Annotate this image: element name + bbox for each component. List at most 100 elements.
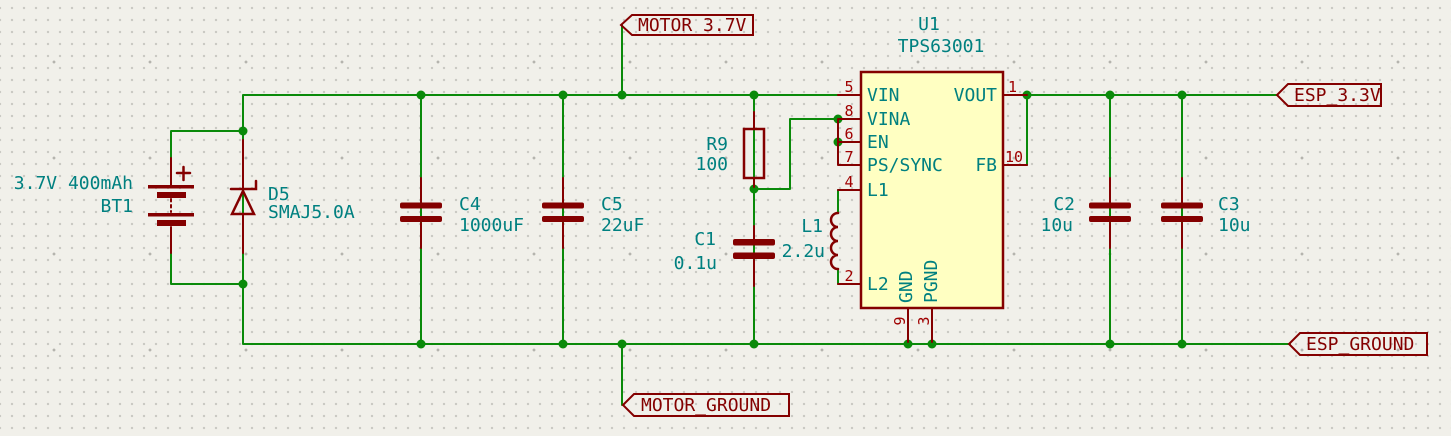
pin-number-4: 4 <box>844 173 853 191</box>
battery-value[interactable]: 3.7V 400mAh <box>14 173 133 194</box>
global-label-text: ESP_GROUND <box>1306 334 1414 355</box>
pin-number-8: 8 <box>844 102 853 120</box>
global-label-outline <box>621 393 790 417</box>
junction-dot[interactable] <box>238 279 248 289</box>
capacitor-ref[interactable]: C3 <box>1218 194 1240 215</box>
junction-dot[interactable] <box>749 184 759 194</box>
global-label-outline <box>1287 332 1428 356</box>
junction-dot[interactable] <box>558 90 568 100</box>
junction-dot[interactable] <box>903 339 913 349</box>
junction-dot[interactable] <box>1177 339 1187 349</box>
pin-name-vout: VOUT <box>954 85 998 106</box>
ic-pin-stubs <box>837 94 1028 343</box>
inductor-ref[interactable]: L1 <box>801 216 823 237</box>
junction-dot[interactable] <box>1105 90 1115 100</box>
diode-d5[interactable]: D5 SMAJ5.0A <box>229 139 355 254</box>
pin-name-vina: VINA <box>867 109 911 130</box>
capacitor-plate <box>542 202 584 209</box>
global-label-motor-3v7[interactable]: MOTOR_3.7V <box>619 14 754 36</box>
battery-plate-long <box>148 185 194 189</box>
capacitor-c4[interactable]: C4 1000uF <box>400 177 524 249</box>
junction-dot[interactable] <box>416 90 426 100</box>
pin-number-5: 5 <box>844 78 853 96</box>
junction-dot[interactable] <box>749 339 759 349</box>
capacitor-ref[interactable]: C4 <box>459 194 481 215</box>
junction-dot[interactable] <box>416 339 426 349</box>
battery-plus-icon <box>175 165 192 182</box>
global-label-text: ESP_3.3V <box>1294 85 1381 106</box>
capacitor-value[interactable]: 10u <box>1218 215 1251 236</box>
pin-name-l2: L2 <box>867 274 889 295</box>
diode-ref[interactable]: D5 <box>268 184 290 205</box>
junction-dot[interactable] <box>1105 339 1115 349</box>
global-label-outline <box>619 14 754 36</box>
capacitor-plate <box>1161 202 1203 209</box>
junction-dot[interactable] <box>927 339 937 349</box>
inductor-coil <box>829 211 840 271</box>
battery-ref[interactable]: BT1 <box>100 196 133 217</box>
pin-name-pssync: PS/SYNC <box>867 155 943 176</box>
pin-number-3: 3 <box>915 316 933 325</box>
global-label-esp-ground[interactable]: ESP_GROUND <box>1287 332 1428 356</box>
battery-bt1[interactable]: 3.7V 400mAh BT1 <box>14 157 194 254</box>
junction-dot[interactable] <box>617 90 627 100</box>
junction-dot[interactable] <box>1177 90 1187 100</box>
capacitor-plate <box>400 216 442 222</box>
junction-dot[interactable] <box>238 126 248 136</box>
capacitor-c3[interactable]: C3 10u <box>1161 177 1251 249</box>
capacitor-plate <box>1089 216 1131 222</box>
resistor-body <box>742 127 766 180</box>
pin-number-2: 2 <box>844 267 853 285</box>
ic-u1[interactable]: U1 TPS63001 5 8 6 7 4 2 1 10 9 3 VIN VIN… <box>837 14 1028 343</box>
resistor-r9[interactable]: R9 100 <box>695 111 766 188</box>
capacitor-plate <box>1161 216 1203 222</box>
capacitor-plate <box>1089 202 1131 209</box>
capacitor-ref[interactable]: C2 <box>1053 194 1075 215</box>
junction-dot[interactable] <box>558 339 568 349</box>
capacitor-value[interactable]: 10u <box>1040 215 1073 236</box>
capacitor-ref[interactable]: C5 <box>601 194 623 215</box>
pin-number-7: 7 <box>844 148 853 166</box>
ic-ref[interactable]: U1 <box>918 14 940 35</box>
pin-name-pgnd: PGND <box>921 260 942 303</box>
global-label-outline <box>1275 83 1382 107</box>
battery-plate-short <box>157 220 186 226</box>
inductor-value[interactable]: 2.2u <box>782 241 825 262</box>
capacitor-ref[interactable]: C1 <box>694 229 716 250</box>
capacitor-value[interactable]: 0.1u <box>674 253 717 274</box>
junction-dot[interactable] <box>749 90 759 100</box>
inductor-l1[interactable]: L1 2.2u <box>782 211 840 271</box>
ic-body[interactable] <box>859 70 1005 310</box>
pin-number-1: 1 <box>1008 78 1017 96</box>
global-label-text: MOTOR_3.7V <box>638 15 747 36</box>
capacitor-plate <box>542 216 584 222</box>
pin-number-9: 9 <box>891 316 909 325</box>
capacitor-value[interactable]: 22uF <box>601 215 644 236</box>
global-label-esp-3v3[interactable]: ESP_3.3V <box>1275 83 1382 107</box>
pin-name-vin: VIN <box>867 85 900 106</box>
diode-cathode-bar <box>229 179 258 191</box>
resistor-value[interactable]: 100 <box>695 154 728 175</box>
capacitor-c5[interactable]: C5 22uF <box>542 177 644 249</box>
pin-number-6: 6 <box>844 125 853 143</box>
diode-value[interactable]: SMAJ5.0A <box>268 202 355 223</box>
pin-name-fb: FB <box>975 155 997 176</box>
pin-number-10: 10 <box>1005 148 1023 166</box>
battery-plate-short <box>157 192 186 198</box>
global-label-text: MOTOR_GROUND <box>641 395 771 416</box>
pin-name-gnd: GND <box>896 270 917 303</box>
ic-value[interactable]: TPS63001 <box>898 36 985 57</box>
capacitor-c2[interactable]: C2 10u <box>1040 177 1131 249</box>
pin-name-en: EN <box>867 132 889 153</box>
junction-dot[interactable] <box>617 339 627 349</box>
global-label-motor-ground[interactable]: MOTOR_GROUND <box>621 393 790 417</box>
junction-dots <box>238 90 1187 349</box>
capacitor-value[interactable]: 1000uF <box>459 215 524 236</box>
resistor-ref[interactable]: R9 <box>706 134 728 155</box>
capacitor-c1[interactable]: C1 0.1u <box>674 225 775 287</box>
diode-triangle <box>230 188 256 216</box>
pin-name-l1: L1 <box>867 180 889 201</box>
capacitor-plate <box>400 202 442 209</box>
